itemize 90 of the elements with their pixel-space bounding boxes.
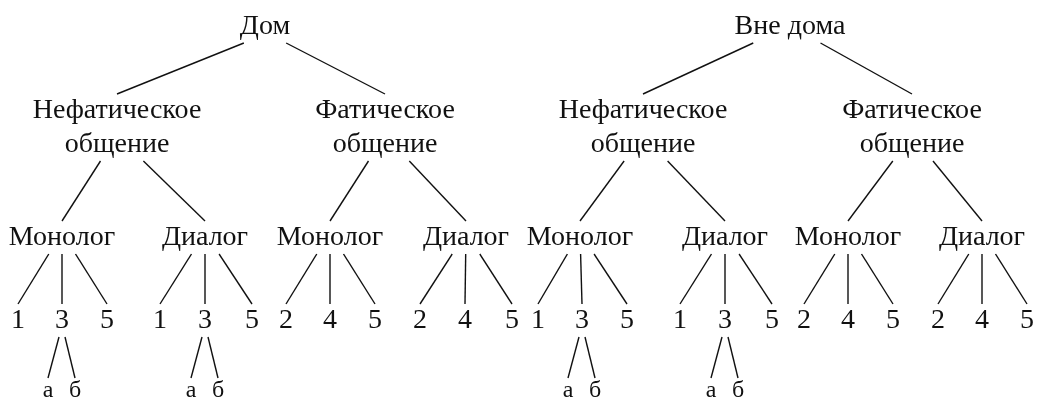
tree-branch-line (61, 253, 63, 305)
tree-branch-line (47, 336, 60, 379)
tree-node-label: 4 (323, 302, 337, 336)
tree-node-label: 3 (575, 302, 589, 336)
tree-branch-line (847, 160, 894, 222)
tree-branch-line (584, 336, 596, 379)
tree-branch-line (666, 160, 726, 222)
tree-branch-line (74, 253, 108, 305)
tree-branch-line (593, 253, 628, 305)
tree-node-label: 2 (931, 302, 945, 336)
tree-node-label: Вне дома (734, 8, 846, 42)
tree-node-label: Нефатическое общение (4, 92, 230, 160)
tree-branch-line (190, 336, 203, 379)
tree-node-label: 5 (886, 302, 900, 336)
tree-node-label: Диалог (681, 219, 769, 253)
tree-branch-line (727, 336, 739, 379)
tree-branch-line (642, 42, 754, 95)
tree-branch-line (204, 253, 206, 305)
tree-node-label: 1 (11, 302, 25, 336)
tree-branch-line (932, 160, 983, 222)
tree-node-label: 5 (245, 302, 259, 336)
tree-branch-line (479, 253, 513, 305)
tree-node-label: Фатическое общение (272, 92, 498, 160)
tree-branch-line (17, 253, 50, 305)
tree-node-label: 3 (198, 302, 212, 336)
tree-node-label: Диалог (422, 219, 510, 253)
tree-node-label: 5 (368, 302, 382, 336)
tree-branch-line (159, 253, 193, 305)
tree-node-label: 4 (841, 302, 855, 336)
tree-node-label: б (731, 376, 745, 402)
tree-branch-line (207, 336, 219, 379)
tree-branch-line (329, 160, 370, 222)
tree-node-label: а (705, 376, 717, 402)
tree-node-label: Фатическое общение (799, 92, 1025, 160)
tree-node-label: Монолог (526, 219, 634, 253)
tree-branch-line (285, 42, 386, 95)
tree-branch-line (142, 160, 206, 222)
tree-node-label: б (211, 376, 225, 402)
tree-branch-line (329, 253, 331, 305)
tree-node-label: 2 (413, 302, 427, 336)
tree-branch-line (537, 253, 569, 305)
tree-node-label: 5 (100, 302, 114, 336)
tree-node-label: 1 (531, 302, 545, 336)
tree-node-label: 1 (153, 302, 167, 336)
tree-node-label: 5 (620, 302, 634, 336)
tree-node-label: Монолог (8, 219, 116, 253)
tree-node-label: 4 (458, 302, 472, 336)
tree-node-label: 5 (765, 302, 779, 336)
tree-branch-line (579, 160, 625, 222)
tree-node-label: а (185, 376, 197, 402)
tree-node-label: 3 (718, 302, 732, 336)
tree-branch-line (408, 160, 467, 222)
tree-node-label: Дом (239, 8, 291, 42)
tree-node-label: б (588, 376, 602, 402)
tree-node-label: 4 (975, 302, 989, 336)
tree-node-label: 5 (1020, 302, 1034, 336)
tree-branch-line (567, 336, 580, 379)
tree-branch-line (285, 253, 318, 305)
tree-node-label: а (42, 376, 54, 402)
tree-node-label: 3 (55, 302, 69, 336)
tree-branch-line (860, 253, 894, 305)
tree-branch-line (64, 336, 76, 379)
tree-branch-line (803, 253, 836, 305)
tree-branch-line (994, 253, 1028, 305)
tree-node-label: 2 (797, 302, 811, 336)
tree-branch-line (738, 253, 773, 305)
tree-branch-line (710, 336, 723, 379)
tree-node-label: Монолог (794, 219, 902, 253)
tree-node-label: 5 (505, 302, 519, 336)
tree-branch-line (579, 253, 583, 305)
tree-branch-line (61, 160, 102, 222)
tree-branch-line (218, 253, 253, 305)
tree-branch-line (819, 42, 913, 95)
tree-node-label: 2 (279, 302, 293, 336)
tree-branch-line (116, 42, 245, 95)
tree-branch-line (981, 253, 983, 305)
tree-node-label: а (562, 376, 574, 402)
tree-node-label: Диалог (938, 219, 1026, 253)
tree-node-label: Нефатическое общение (530, 92, 756, 160)
tree-branch-line (679, 253, 713, 305)
tree-branch-line (724, 253, 726, 305)
tree-branch-line (419, 253, 453, 305)
tree-node-label: 1 (673, 302, 687, 336)
tree-branch-line (464, 253, 467, 305)
tree-node-label: Диалог (161, 219, 249, 253)
tree-branch-line (342, 253, 376, 305)
tree-branch-line (937, 253, 970, 305)
tree-node-label: Монолог (276, 219, 384, 253)
tree-node-label: б (68, 376, 82, 402)
tree-branch-line (847, 253, 849, 305)
